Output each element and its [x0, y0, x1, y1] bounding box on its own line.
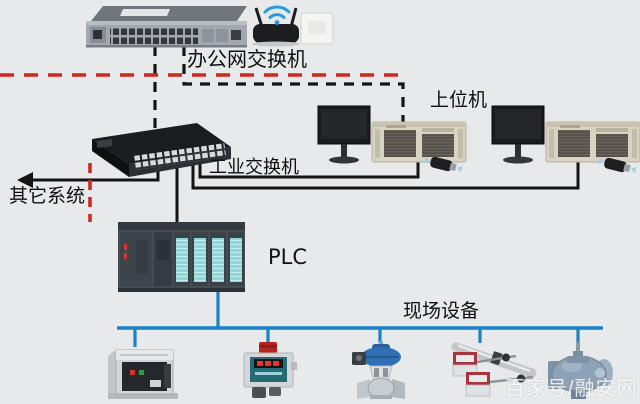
other-systems-label: 其它系统 — [9, 186, 86, 207]
office-network-switch — [86, 6, 247, 48]
other-systems-arrowhead — [17, 172, 33, 188]
gas-detector — [243, 342, 297, 398]
industrial-switch-label: 工业交换机 — [209, 157, 299, 177]
black-dashed-lines — [153, 46, 405, 128]
office-switch-label: 办公网交换机 — [187, 49, 307, 71]
control-valve — [352, 341, 405, 399]
red-dashed-lines — [0, 73, 408, 222]
wireless-wall-ap — [300, 12, 334, 45]
plc-label: PLC — [268, 245, 308, 269]
upper-computer-label: 上位机 — [430, 90, 488, 111]
workstation-1 — [317, 105, 467, 164]
wireless-router — [252, 5, 300, 47]
workstation-2 — [491, 105, 640, 164]
pump-valve — [548, 342, 613, 399]
fieldbus-lines — [117, 288, 603, 347]
watermark: 百家号/融安网络 — [505, 378, 638, 400]
industrial-switch — [92, 123, 231, 177]
circuit-breaker — [108, 349, 178, 399]
field-devices-label: 现场设备 — [403, 301, 480, 322]
plc — [118, 222, 245, 292]
temperature-sensors — [451, 342, 537, 397]
wifi-icon — [263, 5, 291, 25]
